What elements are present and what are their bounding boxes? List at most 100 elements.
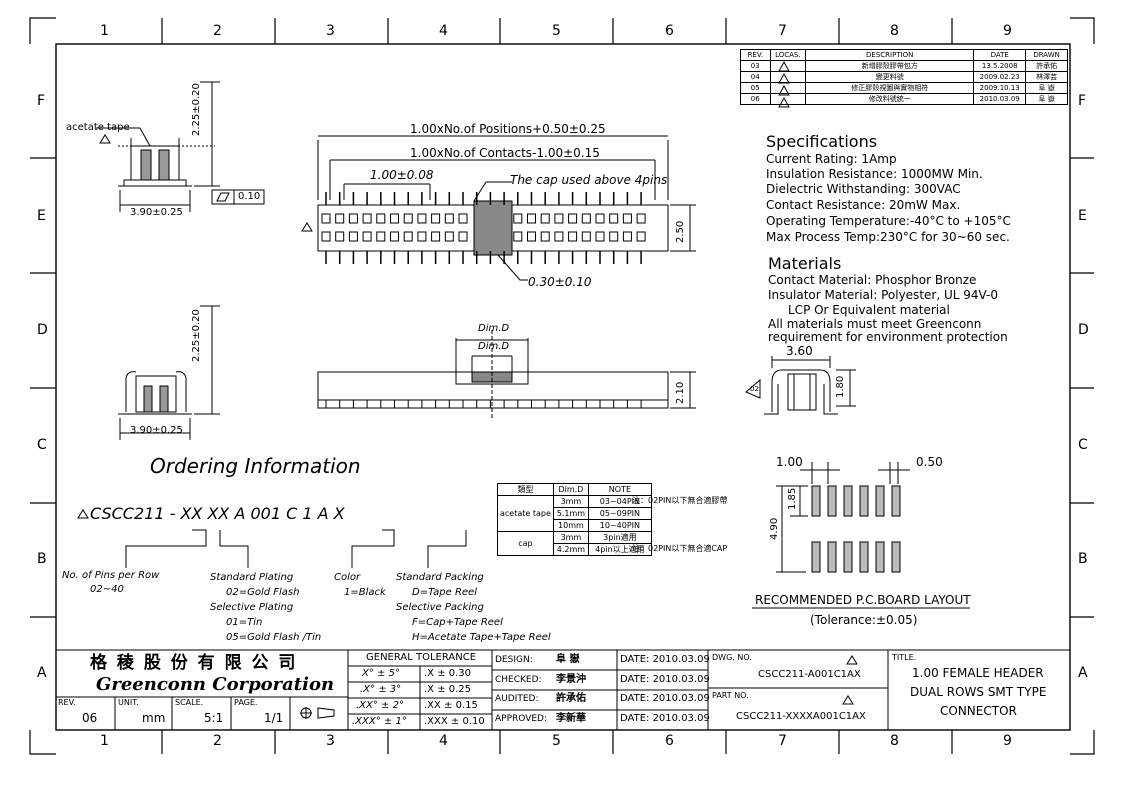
rev-locas-cell — [769, 93, 807, 105]
grid-col-7-bottom: 7 — [778, 733, 787, 749]
material-line: All materials must meet Greenconn — [768, 317, 982, 331]
plating-option: 05=Gold Flash /Tin — [226, 632, 322, 643]
contact-slot — [321, 231, 331, 242]
revision-row: 03 新增膠殼膠帶包方 13.5.2008 許承佑 — [740, 60, 1068, 72]
contact-slot — [540, 231, 550, 242]
grid-col-9: 9 — [1003, 23, 1012, 39]
rev-desc-cell: 變更料號 — [805, 71, 975, 83]
checked-label: CHECKED: — [495, 675, 542, 685]
spec-line: Insulation Resistance: 1000MW Min. — [766, 167, 983, 181]
contact-slot — [636, 231, 646, 242]
rev-header-rev: REV. — [740, 49, 771, 61]
scale-label: SCALE. — [175, 698, 204, 707]
front-view-pins — [325, 400, 642, 408]
page-value: 1/1 — [264, 711, 284, 725]
pcb-pad — [827, 485, 837, 517]
contact-slot — [527, 231, 536, 242]
color-label: Color — [334, 572, 361, 583]
title-label: TITLE. — [892, 653, 917, 662]
grid-row-d: D — [37, 322, 48, 338]
grid-col-3-bottom: 3 — [326, 733, 335, 749]
grid-col-4-bottom: 4 — [439, 733, 448, 749]
dim-d-inner: Dim.D — [478, 341, 510, 352]
revision-table: REV. LOCAS. DESCRIPTION DATE DRAWN 03 新增… — [740, 49, 1068, 105]
grid-col-9-bottom: 9 — [1003, 733, 1012, 749]
contact-slot — [622, 213, 632, 224]
title-line: CONNECTOR — [940, 704, 1017, 718]
rev-cell: 04 — [740, 71, 771, 83]
scale-value: 5:1 — [204, 711, 224, 725]
contact-slot — [431, 231, 441, 242]
revision-row: 05 修正膠殼視圖與實物相符 2009.10.13 阜 嶽 — [740, 82, 1068, 94]
checked-date: DATE: 2010.03.09 — [620, 674, 710, 685]
contact-slot — [568, 213, 578, 224]
profile-view — [745, 356, 856, 415]
contact-slot — [581, 231, 591, 242]
contact-slot — [431, 213, 441, 224]
note-dim-cell: 10mm — [552, 519, 589, 532]
spec-line: Current Rating: 1Amp — [766, 152, 897, 166]
pcb-tolerance: (Tolerance:±0.05) — [810, 613, 918, 627]
contact-slot — [390, 231, 399, 242]
rev-date-cell: 2009.10.13 — [973, 82, 1027, 94]
packing-option: F=Cap+Tape Reel — [412, 617, 503, 628]
rev-cell: 06 — [740, 93, 771, 105]
contact-slot — [335, 231, 345, 242]
pad-width-dim: 0.50 — [916, 455, 943, 469]
contact-slot — [513, 231, 523, 242]
rev-header-date: DATE — [973, 49, 1027, 61]
contact-slot — [362, 213, 372, 224]
height-dim-bottom: 2.25±0.20 — [191, 309, 202, 362]
tol-linear: .XX ± 0.15 — [424, 700, 478, 711]
grid-row-d-right: D — [1078, 322, 1089, 338]
note-dim-cell: 4.2mm — [552, 543, 589, 556]
pad-span-dim: 4.90 — [769, 517, 780, 540]
tol-angle: .XXX° ± 1° — [352, 716, 407, 727]
note-acetate-remark: 注：02PIN以下無合適膠帶 — [632, 496, 728, 505]
contact-slot — [376, 213, 386, 224]
title-line: 1.00 FEMALE HEADER — [912, 666, 1044, 680]
specs-title: Specifications — [766, 132, 878, 151]
pad-pitch-dim: 1.00 — [776, 455, 803, 469]
note-cap-label: cap — [497, 531, 554, 556]
design-name: 阜 嶽 — [556, 654, 580, 665]
unit-label: UNIT. — [118, 698, 139, 707]
approved-name: 李新華 — [556, 713, 586, 724]
rev-cell: 03 — [740, 60, 771, 72]
contact-slot — [348, 213, 358, 224]
company-name-en: Greenconn Corporation — [96, 674, 335, 695]
rev-drawn-cell: 阜 嶽 — [1025, 82, 1068, 94]
plating-label: Standard Plating — [210, 572, 294, 583]
plating-option: 02=Gold Flash — [226, 587, 300, 598]
rev-value: 06 — [82, 711, 98, 725]
profile-triangle-label: 02 — [750, 385, 759, 393]
grid-col-8: 8 — [890, 23, 899, 39]
contact-slot — [403, 231, 413, 242]
note-row: acetate tape 3mm 03~04PIN — [497, 495, 652, 532]
contact-slot — [513, 213, 523, 224]
pcb-pad — [811, 541, 821, 573]
audited-name: 許承佑 — [556, 693, 586, 704]
contact-slot — [622, 231, 632, 242]
packing-label: Standard Packing — [396, 572, 484, 583]
ordering-title: Ordering Information — [150, 454, 361, 478]
pcb-pad — [891, 541, 901, 573]
design-date: DATE: 2010.03.09 — [620, 654, 710, 665]
tol-linear: .XXX ± 0.10 — [424, 716, 485, 727]
contact-slot — [403, 213, 413, 224]
material-line: requirement for environment protection — [768, 330, 1008, 344]
rev-drawn-cell: 阜 嶽 — [1025, 93, 1068, 105]
rev-drawn-cell: 許承佑 — [1025, 60, 1068, 72]
grid-col-1: 1 — [100, 23, 109, 39]
grid-row-e: E — [37, 208, 46, 224]
pcb-pad — [811, 485, 821, 517]
packing-option: H=Acetate Tape+Tape Reel — [412, 632, 551, 643]
contact-slot — [568, 231, 578, 242]
contacts-dim: 1.00xNo.of Contacts-1.00±0.15 — [410, 146, 600, 160]
height-210-dim: 2.10 — [675, 381, 686, 404]
side-view-top — [96, 81, 265, 212]
contact-slot — [458, 213, 468, 224]
note-header-dimd: Dim.D — [552, 483, 589, 496]
grid-col-2-bottom: 2 — [213, 733, 222, 749]
profile-height-dim: 1.80 — [835, 375, 846, 398]
